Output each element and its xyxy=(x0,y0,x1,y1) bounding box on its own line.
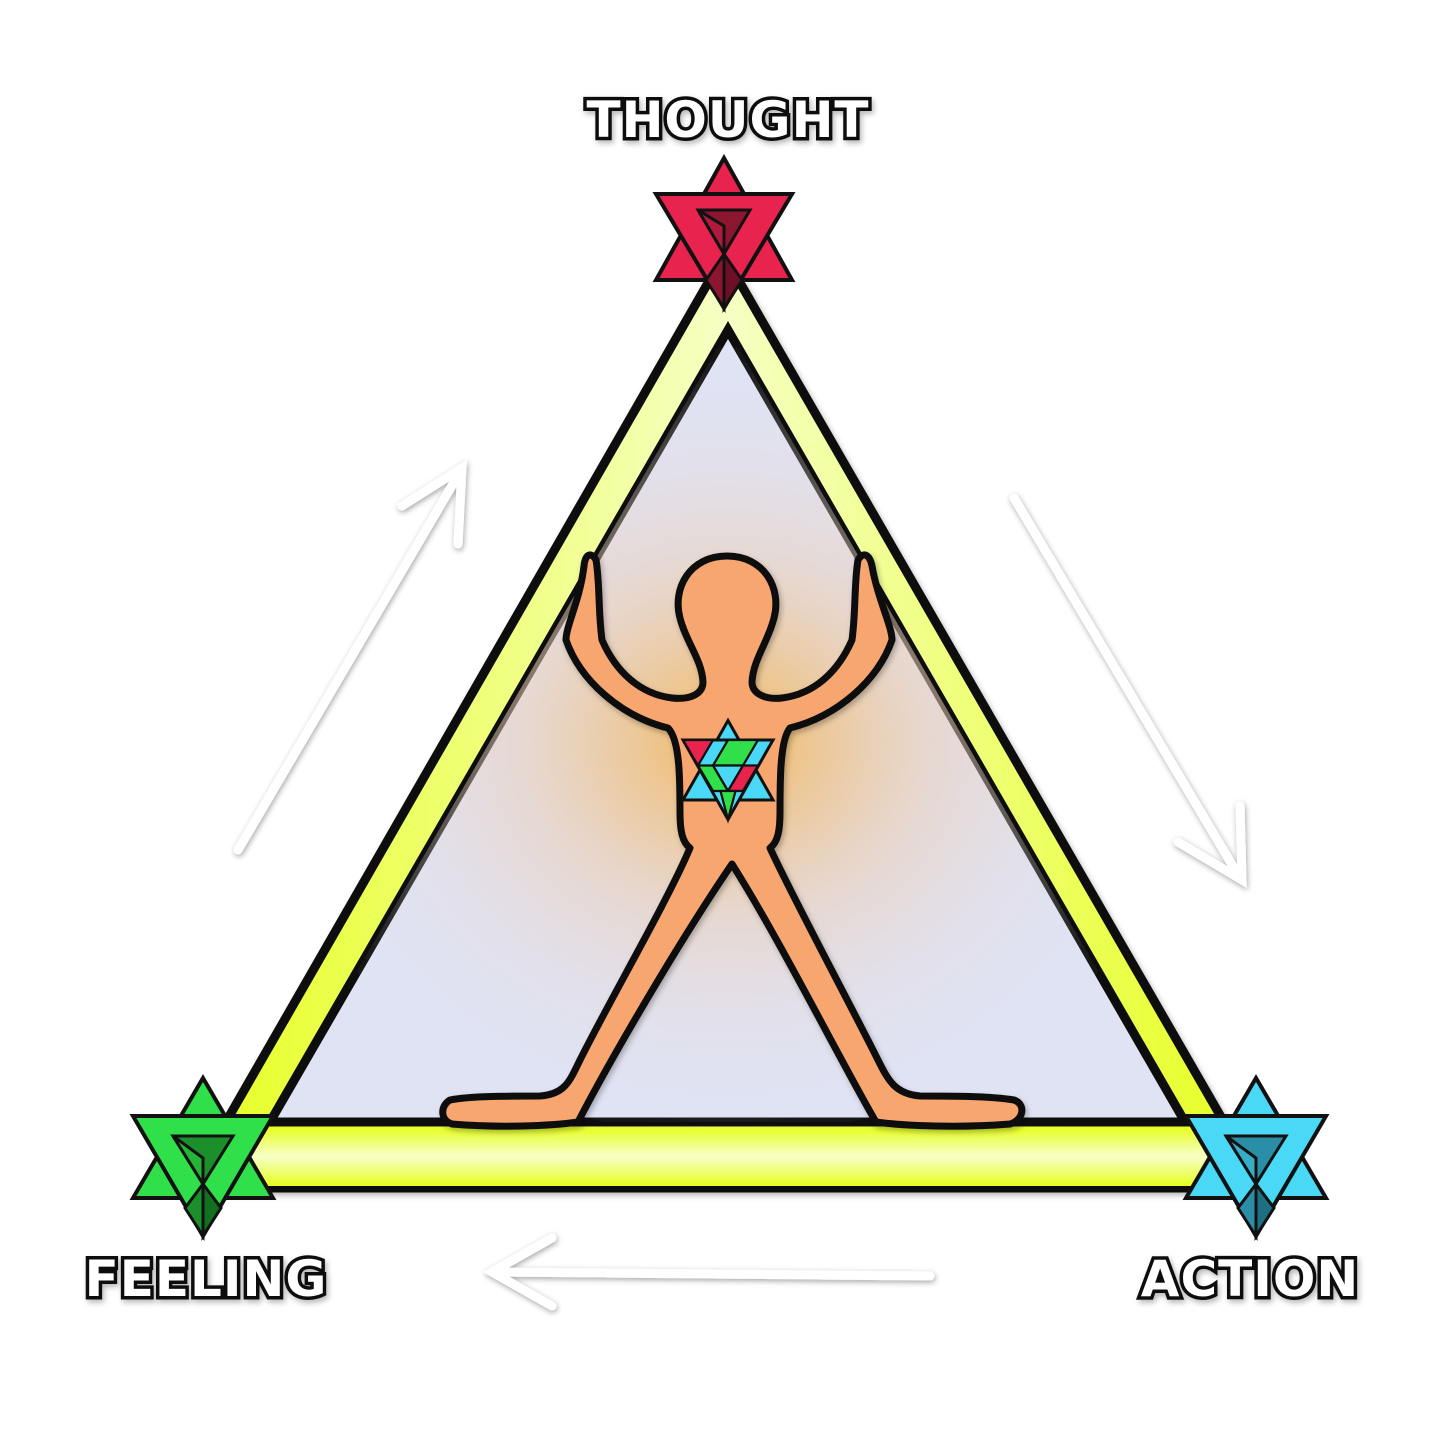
top-star-icon xyxy=(652,153,796,314)
right-star-icon xyxy=(1182,1074,1330,1242)
triangle-band-bottom xyxy=(212,1127,1238,1186)
label-feeling: FEELING xyxy=(85,1250,328,1308)
star-tetrahedron-icon xyxy=(680,717,776,824)
human-figure-icon xyxy=(439,551,1026,1130)
arrow-action-to-feeling xyxy=(482,1233,935,1311)
arrow-thought-to-action xyxy=(1009,493,1247,889)
label-action: ACTION xyxy=(1141,1250,1359,1308)
label-thought: THOUGHT xyxy=(586,91,869,149)
arrow-feeling-to-thought xyxy=(233,459,467,855)
left-star-icon xyxy=(129,1074,277,1242)
